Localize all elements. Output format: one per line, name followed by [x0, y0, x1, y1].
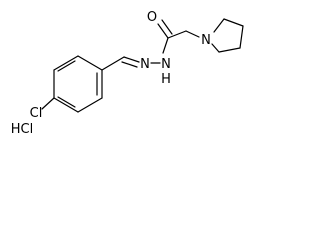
ch2-n-bond: [185, 30, 200, 38]
imine-double-bond-2: [121, 61, 138, 68]
carbonyl-bond: [157, 23, 169, 39]
imine-double-bond: [123, 56, 140, 63]
benzylidene-bond: [101, 56, 125, 71]
pyrrolidine-ring: [211, 18, 244, 53]
ring-bond: [213, 18, 225, 33]
ring-bond: [77, 55, 103, 71]
ring-bond: [223, 18, 244, 27]
carbonyl-double-bond: [161, 19, 173, 35]
ring-double-bond: [57, 96, 76, 108]
ring-bond: [53, 97, 79, 113]
ring-double-bond: [57, 60, 76, 72]
amide-nitrogen-label: N: [161, 57, 171, 72]
amide-hydrogen-label: H: [161, 72, 171, 87]
hydrochloride-label: HCl: [11, 122, 33, 137]
chlorine-bond: [41, 97, 55, 110]
hydrazone-nitrogen-label: N: [140, 57, 150, 72]
ring-bond: [211, 43, 220, 53]
carbonyl-oxygen-label: O: [147, 10, 157, 25]
amide-n-c-bond: [162, 37, 169, 54]
acyl-ch2-bond: [167, 30, 187, 39]
ring-bond: [218, 47, 241, 53]
ring-bond: [77, 97, 103, 113]
chemical-structure-diagram: O N N H N Cl HCl: [11, 10, 244, 137]
chlorine-label: Cl: [30, 106, 43, 121]
ring-bond: [53, 55, 79, 71]
ring-bond: [239, 25, 244, 49]
pyrrolidine-nitrogen-label: N: [201, 33, 211, 48]
chlorophenyl-ring: [53, 55, 103, 113]
